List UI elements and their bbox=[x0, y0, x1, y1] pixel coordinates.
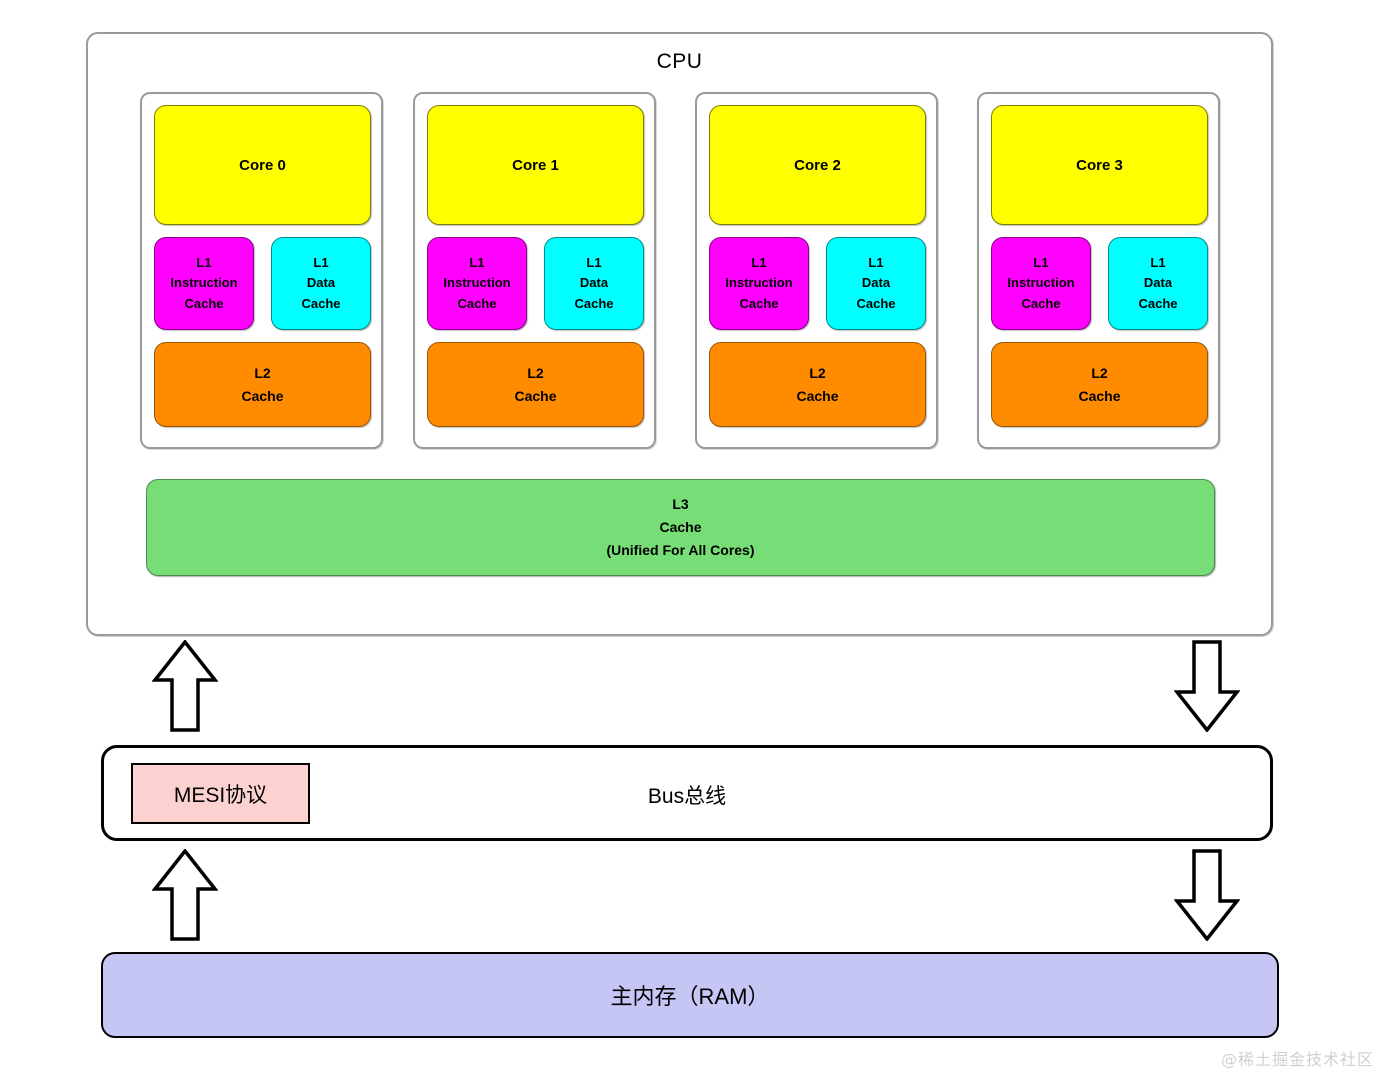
l3-line1: L3 bbox=[672, 495, 689, 512]
l1-instruction-cache-1: L1 Instruction Cache bbox=[427, 237, 527, 330]
bus-label: Bus总线 bbox=[647, 785, 727, 808]
core-block-1: Core 1 bbox=[427, 105, 644, 225]
core-block-0: Core 0 bbox=[154, 105, 371, 225]
core-block-3: Core 3 bbox=[991, 105, 1208, 225]
l2-line2: Cache bbox=[1078, 387, 1121, 404]
l1d-line1: L1 bbox=[868, 255, 884, 271]
l1i-line2: Instruction bbox=[170, 275, 238, 291]
l1-data-cache-2: L1 Data Cache bbox=[826, 237, 926, 330]
l3-line3: (Unified For All Cores) bbox=[606, 542, 755, 559]
l1-instruction-cache-2: L1 Instruction Cache bbox=[709, 237, 809, 330]
l1i-line3: Cache bbox=[457, 295, 497, 311]
mesi-protocol-block: MESI协议 bbox=[131, 763, 310, 824]
l1-data-cache-0: L1 Data Cache bbox=[271, 237, 371, 330]
l1i-line1: L1 bbox=[469, 255, 485, 271]
l1d-line3: Cache bbox=[301, 295, 341, 311]
l2-cache-0: L2 Cache bbox=[154, 342, 371, 427]
l2-line1: L2 bbox=[809, 365, 826, 382]
l2-cache-1: L2 Cache bbox=[427, 342, 644, 427]
l1d-line3: Cache bbox=[856, 295, 896, 311]
l1i-line1: L1 bbox=[1033, 255, 1049, 271]
l1i-line2: Instruction bbox=[725, 275, 793, 291]
l2-cache-3: L2 Cache bbox=[991, 342, 1208, 427]
l3-cache-shared: L3 Cache (Unified For All Cores) bbox=[146, 479, 1215, 576]
l1-instruction-cache-0: L1 Instruction Cache bbox=[154, 237, 254, 330]
l1-data-cache-3: L1 Data Cache bbox=[1108, 237, 1208, 330]
arrow-up-ram-to-bus-icon bbox=[152, 849, 218, 941]
l1-data-cache-1: L1 Data Cache bbox=[544, 237, 644, 330]
l1d-line1: L1 bbox=[1150, 255, 1166, 271]
l1i-line3: Cache bbox=[184, 295, 224, 311]
main-memory-block: 主内存（RAM） bbox=[101, 952, 1279, 1038]
l1i-line2: Instruction bbox=[443, 275, 511, 291]
l1d-line2: Data bbox=[1143, 275, 1173, 291]
core-container-3: Core 3 L1 Instruction Cache L1 Data Cach… bbox=[977, 92, 1220, 449]
l1-instruction-cache-3: L1 Instruction Cache bbox=[991, 237, 1091, 330]
core-container-2: Core 2 L1 Instruction Cache L1 Data Cach… bbox=[695, 92, 938, 449]
arrow-up-bus-to-cpu-icon bbox=[152, 640, 218, 732]
l2-line1: L2 bbox=[1091, 365, 1108, 382]
l1d-line2: Data bbox=[579, 275, 609, 291]
l1d-line2: Data bbox=[861, 275, 891, 291]
l1i-line3: Cache bbox=[1021, 295, 1061, 311]
arrow-down-bus-to-ram-icon bbox=[1174, 849, 1240, 941]
watermark: @稀土掘金技术社区 bbox=[1220, 1050, 1374, 1069]
l1d-line3: Cache bbox=[1138, 295, 1178, 311]
l1i-line2: Instruction bbox=[1007, 275, 1075, 291]
l1i-line1: L1 bbox=[751, 255, 767, 271]
l1d-line2: Data bbox=[306, 275, 336, 291]
l1d-line3: Cache bbox=[574, 295, 614, 311]
l2-cache-2: L2 Cache bbox=[709, 342, 926, 427]
l2-line2: Cache bbox=[796, 387, 839, 404]
l1i-line3: Cache bbox=[739, 295, 779, 311]
cpu-title: CPU bbox=[656, 50, 703, 73]
core-container-0: Core 0 L1 Instruction Cache L1 Data Cach… bbox=[140, 92, 383, 449]
l2-line1: L2 bbox=[254, 365, 271, 382]
l1d-line1: L1 bbox=[313, 255, 329, 271]
arrow-down-cpu-to-bus-icon bbox=[1174, 640, 1240, 732]
l1d-line1: L1 bbox=[586, 255, 602, 271]
core-container-1: Core 1 L1 Instruction Cache L1 Data Cach… bbox=[413, 92, 656, 449]
l2-line2: Cache bbox=[514, 387, 557, 404]
l1i-line1: L1 bbox=[196, 255, 212, 271]
l2-line2: Cache bbox=[241, 387, 284, 404]
core-block-2: Core 2 bbox=[709, 105, 926, 225]
l2-line1: L2 bbox=[527, 365, 544, 382]
l3-line2: Cache bbox=[659, 518, 702, 535]
